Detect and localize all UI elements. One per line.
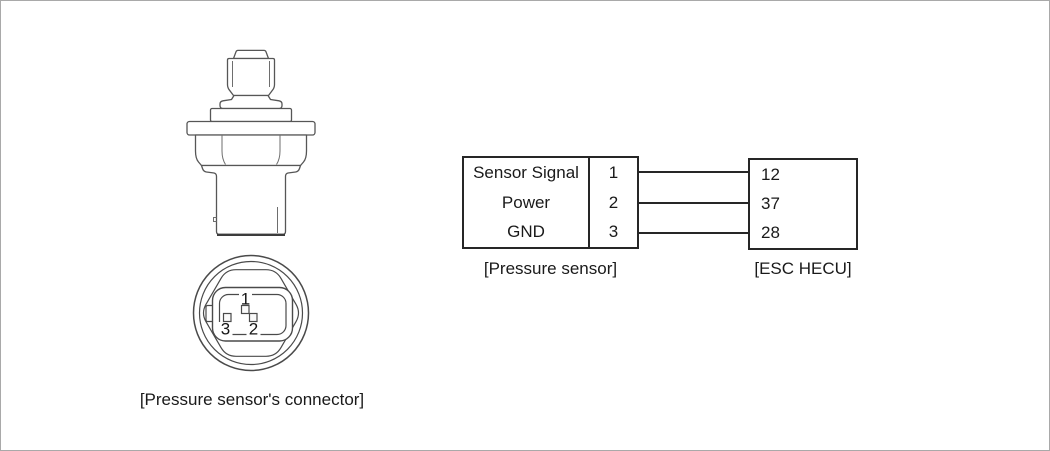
pin2-label-backing — [246, 322, 261, 337]
wire-pin3-to-hecu28 — [637, 232, 749, 234]
pressure-sensor-pin-box: Sensor Signal Power GND 1 2 3 — [462, 156, 639, 249]
sensor-pin-3: 3 — [608, 222, 619, 242]
signal-label-sensor-signal: Sensor Signal — [473, 162, 579, 182]
connector-pin-1-contact — [240, 304, 250, 315]
signal-label-gnd: GND — [507, 222, 545, 242]
sensor-flange — [186, 120, 316, 136]
connector-caption: [Pressure sensor's connector] — [139, 390, 365, 409]
pin1-label-backing — [239, 290, 252, 305]
sensor-pin-1: 1 — [608, 162, 619, 182]
hecu-pin-12: 12 — [761, 164, 780, 184]
sensor-lower-body — [200, 164, 302, 236]
connector-pin-2-contact — [248, 312, 258, 323]
pressure-sensor-caption: [Pressure sensor] — [483, 259, 618, 278]
connector-pin-2-label: 2 — [249, 320, 258, 339]
wire-pin2-to-hecu37 — [637, 202, 749, 204]
wire-pin1-to-hecu12 — [637, 171, 749, 173]
pressure-sensor-side-view-drawing — [186, 49, 316, 236]
signal-label-column: Sensor Signal Power GND — [464, 158, 588, 247]
connector-pin-3-contact — [222, 312, 232, 323]
sensor-knob — [226, 57, 276, 97]
pin3-label-backing — [218, 322, 233, 337]
esc-hecu-pin-box: 12 37 28 — [748, 158, 858, 250]
pressure-sensor-connector-front-view: 1 3 2 — [192, 254, 310, 372]
sensor-step-block — [209, 107, 293, 123]
sensor-hex-body — [194, 134, 308, 167]
connector-pin-3-label: 3 — [221, 320, 230, 339]
sensor-pin-column: 1 2 3 — [588, 158, 637, 247]
connector-pin-1-label: 1 — [241, 290, 250, 309]
sensor-body-notch — [213, 217, 217, 222]
sensor-top-cap — [232, 49, 270, 60]
hecu-pin-28: 28 — [761, 223, 780, 243]
hecu-pin-37: 37 — [761, 193, 780, 213]
esc-hecu-caption: [ESC HECU] — [754, 259, 852, 278]
signal-label-power: Power — [501, 192, 551, 212]
sensor-pin-2: 2 — [608, 192, 619, 212]
sensor-collar — [219, 94, 283, 110]
sensor-hex-facet-right — [276, 135, 281, 165]
sensor-hex-facet-left — [221, 135, 226, 165]
